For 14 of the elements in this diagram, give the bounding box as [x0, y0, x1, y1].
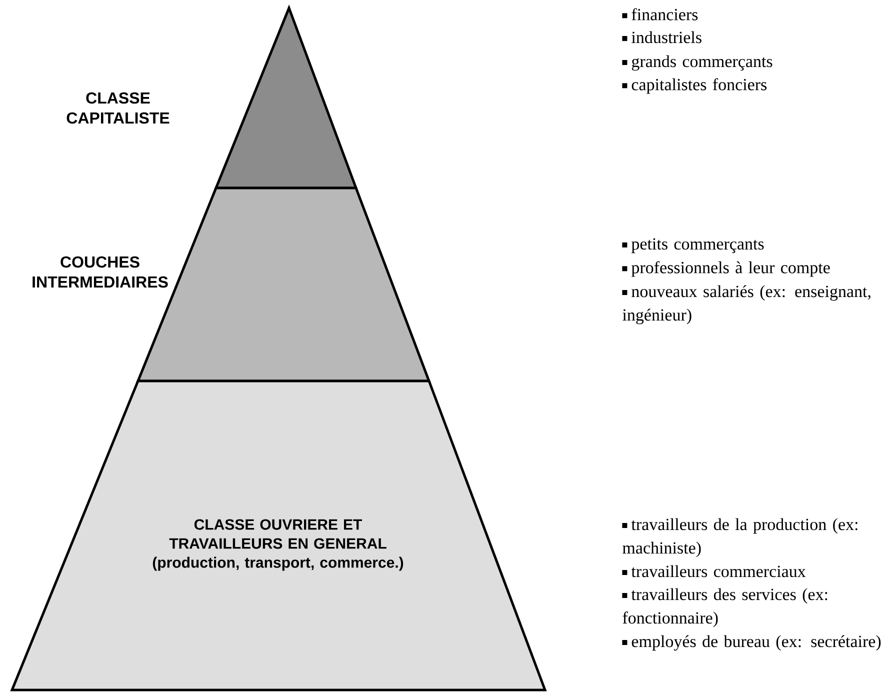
- node-label: CLASSE CAPITALISTE: [66, 92, 170, 124]
- bullet-item: travailleurs des services (ex: fonctionnaire): [622, 588, 828, 628]
- bullet-item: capitalistes fonciers: [622, 78, 767, 94]
- bullet-item: financiers: [622, 8, 698, 20]
- bullet-item: employés de bureau (ex: secrétaire): [622, 635, 881, 651]
- bullet-item: grands commerçants: [622, 55, 772, 71]
- bullet-item: petits commerçants: [622, 238, 764, 254]
- node-label: COUCHES: [60, 256, 140, 268]
- pyramid-tier: COUCHES INTERMEDIAIRES: [32, 186, 431, 382]
- bullet-item: travailleurs de la production (ex: machiniste): [622, 518, 858, 558]
- bullet-item: professionnels à leur compte: [622, 261, 830, 277]
- bullet-item: travailleurs commerciaux: [622, 565, 806, 578]
- bullet-item: nouveaux salariés (ex: enseignant, ingénieur): [622, 285, 870, 324]
- bullet-item: industriels: [622, 31, 702, 44]
